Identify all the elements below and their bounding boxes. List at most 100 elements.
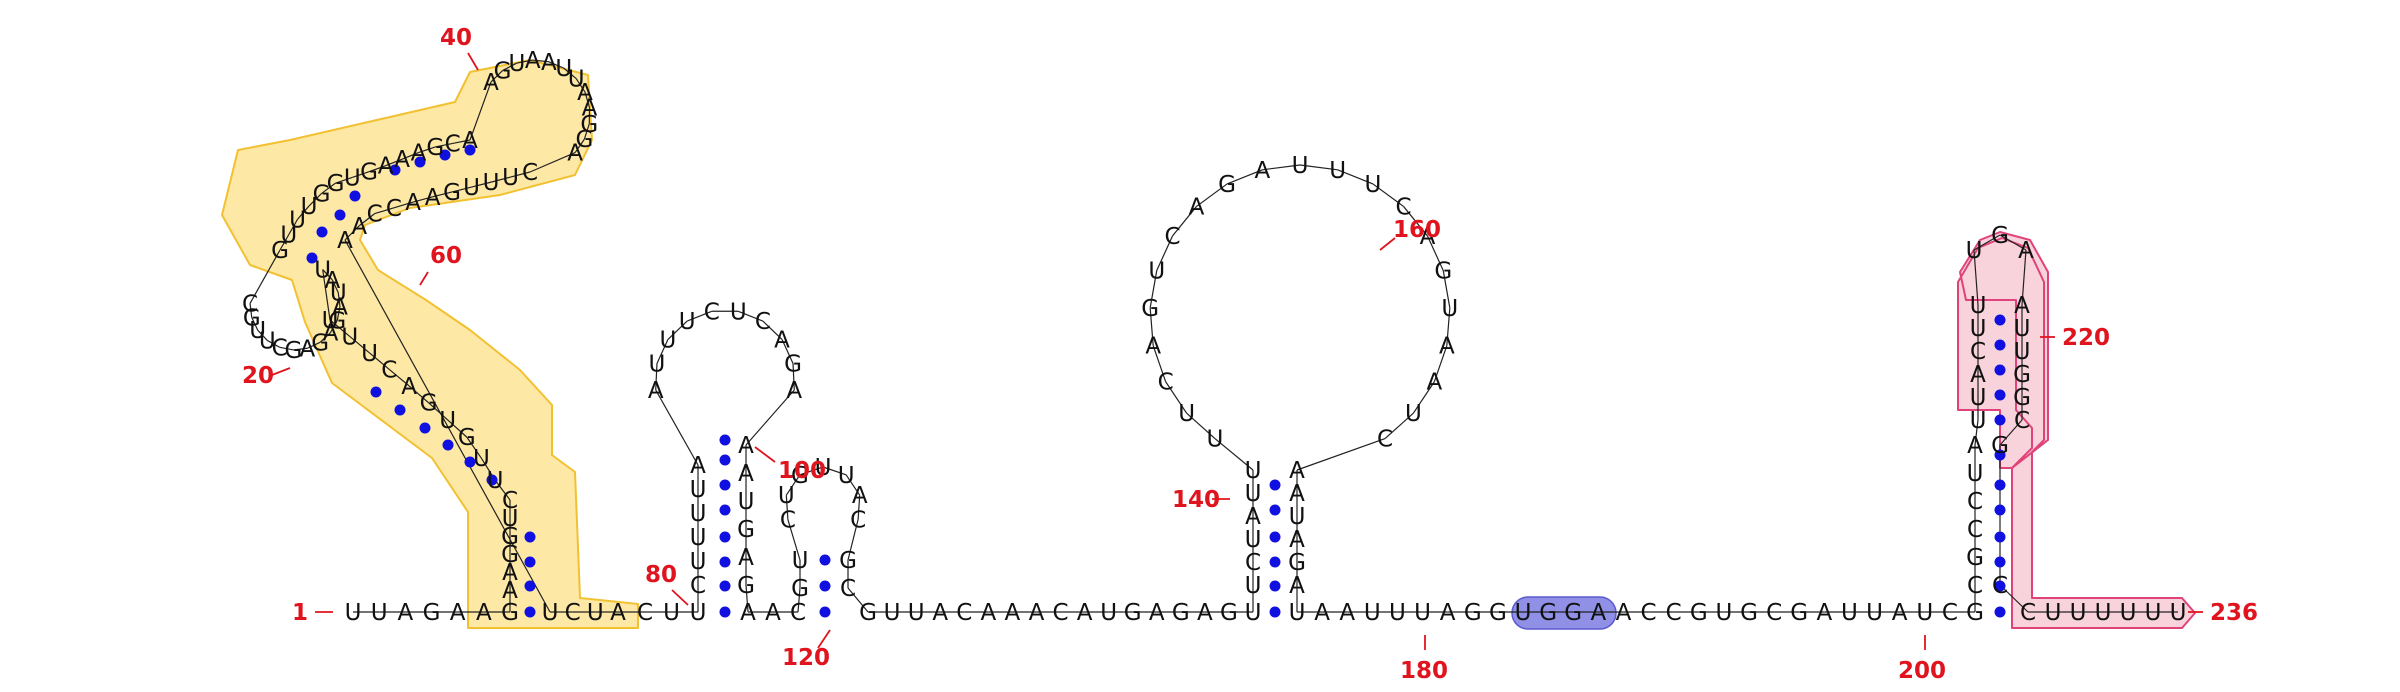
nucleotide-h2-15: G (784, 351, 802, 377)
base-pair-dot (420, 423, 431, 434)
nucleotide-h2-9: U (660, 327, 677, 353)
nucleotide-j4-25: A (1892, 600, 1908, 626)
nucleotide-j2-1: A (740, 600, 756, 626)
nucleotide-h4-16: A (1254, 158, 1270, 184)
nucleotide-h1left-14: U (361, 341, 378, 367)
nucleotide-s5-2: U (371, 600, 388, 626)
nucleotide-j3-15: A (1197, 600, 1213, 626)
nucleotide-s5-4: G (423, 600, 441, 626)
nucleotide-h1left-12: A (401, 374, 417, 400)
nucleotide-h5-12: U (1970, 293, 1987, 319)
nucleotide-h4-3: U (1245, 527, 1262, 553)
base-pair-dot (1270, 505, 1281, 516)
nucleotide-h1left-6: C (502, 488, 518, 514)
position-label-tick-20 (272, 368, 290, 375)
nucleotide-tail-4: U (2095, 600, 2112, 626)
nucleotide-h5-15: A (2018, 238, 2034, 264)
nucleotide-h4-6: U (1245, 458, 1262, 484)
nucleotide-j4-8: G (1464, 600, 1482, 626)
nucleotide-h3-1: G (791, 576, 809, 602)
base-pair-dot (720, 435, 731, 446)
base-pair-dot (525, 557, 536, 568)
nucleotide-h4-7: U (1207, 427, 1224, 453)
nucleotide-j4-2: A (1314, 600, 1330, 626)
base-pair-dot (1995, 340, 2006, 351)
position-label-160: 160 (1393, 217, 1441, 243)
base-pair-dot (720, 581, 731, 592)
base-pair-dot (350, 191, 361, 202)
nucleotide-j3-12: G (1124, 600, 1142, 626)
nucleotide-h5-3: C (1967, 517, 1983, 543)
nucleotide-h5-4: C (1967, 489, 1983, 515)
position-label-140: 140 (1172, 487, 1220, 513)
nucleotide-j4-11: G (1539, 600, 1557, 626)
position-label-20: 20 (242, 363, 274, 389)
base-pair-dot (720, 505, 731, 516)
nucleotide-h1right-3: U (587, 600, 604, 626)
position-label-tick-100 (755, 447, 775, 462)
base-pair-dot (335, 210, 346, 221)
nucleotide-j3-4: A (932, 600, 948, 626)
backbone-link (1297, 439, 1385, 470)
base-pair-dot (1995, 532, 2006, 543)
base-pair-dot (1270, 607, 1281, 618)
nucleotide-h4-26: U (1405, 401, 1422, 427)
nucleotide-h1left-37: U (344, 165, 361, 191)
nucleotide-j4-6: U (1414, 600, 1431, 626)
nucleotide-h4-19: U (1365, 172, 1382, 198)
base-pair-dot (1270, 480, 1281, 491)
base-pair-dot (1995, 365, 2006, 376)
nucleotide-h1left-43: C (445, 131, 461, 157)
nucleotide-h4-17: U (1292, 153, 1309, 179)
nucleotide-j3-11: U (1100, 600, 1117, 626)
nucleotide-h4-33: A (1289, 573, 1305, 599)
nucleotide-h1left-56: A (567, 141, 583, 167)
nucleotide-h1left-47: U (508, 51, 525, 77)
nucleotide-h5-23: C (1992, 573, 2008, 599)
base-pair-dot (1995, 607, 2006, 618)
nucleotide-h1left-10: U (439, 408, 456, 434)
position-label-100: 100 (778, 458, 826, 484)
nucleotide-h5-7: U (1970, 408, 1987, 434)
nucleotide-j4-17: G (1690, 600, 1708, 626)
nucleotide-h5-11: U (1970, 316, 1987, 342)
nucleotide-j4-16: C (1666, 600, 1682, 626)
base-pair-dot (820, 607, 831, 618)
nucleotide-h1left-63: A (405, 190, 421, 216)
nucleotide-j3-13: A (1149, 600, 1165, 626)
nucleotide-j4-21: G (1790, 600, 1808, 626)
nucleotide-h1left-64: C (386, 196, 402, 222)
nucleotide-h4-14: A (1189, 194, 1205, 220)
base-pair-dot (395, 405, 406, 416)
nucleotide-h4-13: C (1165, 224, 1181, 250)
base-pair-dot (720, 455, 731, 466)
nucleotide-s5-3: A (397, 600, 413, 626)
position-label-80: 80 (645, 562, 677, 588)
nucleotide-h2-19: U (738, 489, 755, 515)
nucleotide-h1left-67: A (337, 228, 353, 254)
nucleotide-j3-14: G (1172, 600, 1190, 626)
base-pair-dot (371, 387, 382, 398)
nucleotide-s5-6: A (476, 600, 492, 626)
nucleotide-h1left-38: G (360, 160, 378, 186)
nucleotide-h5-13: U (1966, 238, 1983, 264)
nucleotide-j4-26: U (1916, 600, 1933, 626)
base-pair-dot (1995, 557, 2006, 568)
nucleotide-j4-12: G (1564, 600, 1582, 626)
nucleotide-h2-12: U (730, 299, 747, 325)
nucleotide-h5-5: U (1967, 461, 1984, 487)
nucleotide-j4-10: U (1515, 600, 1532, 626)
nucleotide-h4-12: U (1148, 258, 1165, 284)
position-label-40: 40 (440, 25, 472, 51)
nucleotide-h1left-62: A (425, 185, 441, 211)
nucleotide-j4-22: A (1816, 600, 1832, 626)
nucleotide-tail-7: U (2170, 600, 2187, 626)
base-pair-dot (525, 581, 536, 592)
nucleotide-j4-13: A (1590, 600, 1606, 626)
nucleotide-h5-1: C (1967, 573, 1983, 599)
base-pair-dot (1995, 505, 2006, 516)
nucleotide-h4-24: A (1439, 334, 1455, 360)
nucleotide-h1right-4: A (610, 600, 626, 626)
